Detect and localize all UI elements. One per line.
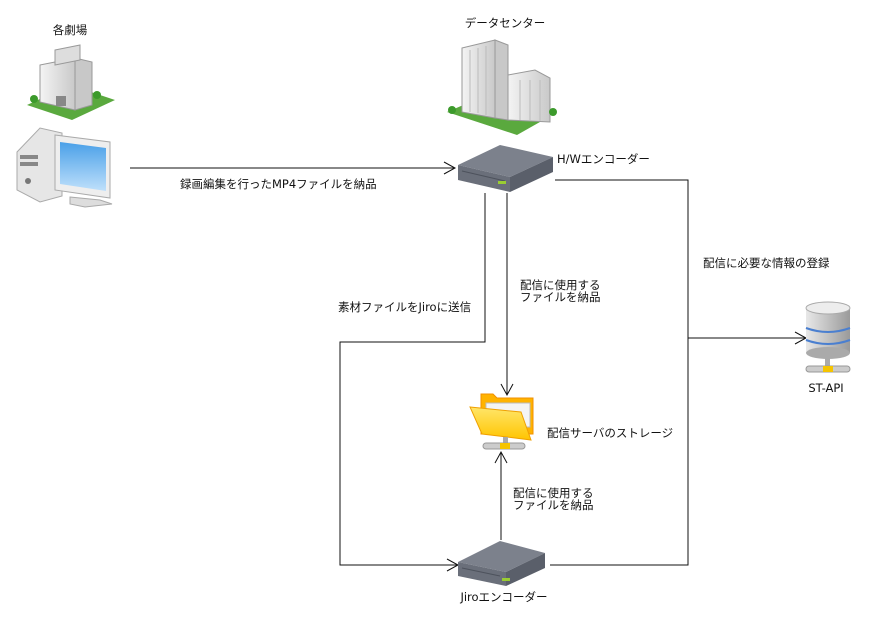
edge-hw-to-storage — [500, 193, 514, 397]
storage-folder-icon[interactable] — [469, 393, 534, 450]
theater-building-icon — [27, 44, 115, 120]
edge-jiro-to-storage-label-line2: ファイルを納品 — [513, 498, 594, 512]
edge-hw-to-storage-label: 配信に使用する ファイルを納品 — [520, 278, 604, 304]
edge-pc-to-hw — [130, 161, 457, 175]
edge-hw-to-storage-label-line1: 配信に使用する — [520, 278, 601, 292]
jiro-encoder-label: Jiroエンコーダー — [459, 590, 547, 604]
datacenter-building-icon — [447, 39, 557, 135]
hw-encoder-label: H/Wエンコーダー — [557, 152, 650, 166]
edge-hw-to-storage-label-line2: ファイルを納品 — [520, 290, 601, 304]
edge-pc-to-hw-label: 録画編集を行ったMP4ファイルを納品 — [180, 177, 377, 191]
edge-jiro-to-storage — [494, 450, 508, 540]
edge-hw-to-jiro-label: 素材ファイルをJiroに送信 — [338, 300, 471, 314]
edge-jiro-to-storage-label-line1: 配信に使用する — [513, 486, 594, 500]
hw-encoder-server-icon[interactable] — [458, 145, 553, 192]
st-api-database-icon[interactable] — [805, 301, 851, 373]
storage-label: 配信サーバのストレージ — [547, 426, 673, 440]
theater-label: 各劇場 — [53, 23, 88, 37]
desktop-computer-icon[interactable] — [16, 127, 113, 208]
edge-to-st-api-label: 配信に必要な情報の登録 — [703, 256, 830, 270]
jiro-encoder-server-icon[interactable] — [458, 541, 545, 586]
edge-hw-to-jiro — [339, 193, 486, 572]
edge-jiro-to-storage-label: 配信に使用する ファイルを納品 — [513, 486, 597, 512]
datacenter-label: データセンター — [465, 16, 546, 30]
st-api-label: ST-API — [808, 381, 843, 395]
